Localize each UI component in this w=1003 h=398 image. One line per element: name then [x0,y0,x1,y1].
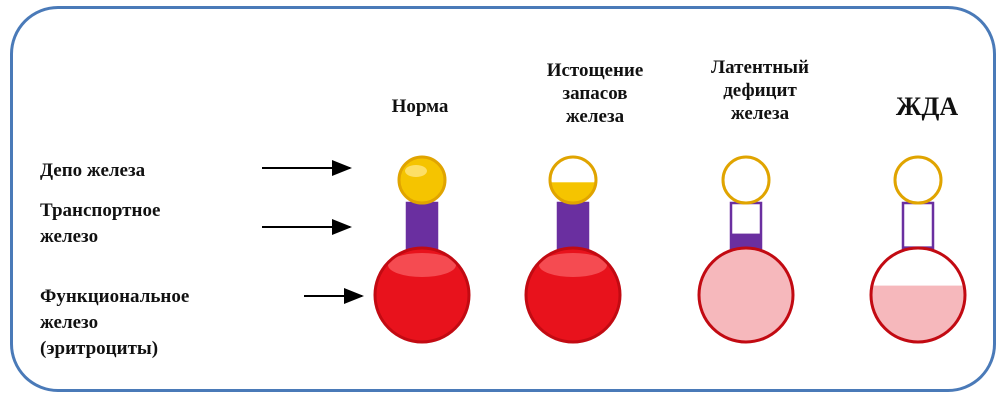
depot-outline [397,155,447,205]
depot-label: Депо железа [40,160,146,181]
transport-label: Транспортное железо [40,200,161,247]
depot-background [723,157,769,203]
functional-fill [871,285,965,342]
header-depletion: Истощение запасов железа [546,60,644,127]
depot-highlight [405,165,427,177]
depot-outline [893,155,943,205]
depot-background [895,157,941,203]
flask-2 [524,155,622,344]
flask-1 [373,155,471,344]
header-norm: Норма [391,96,449,117]
functional-highlight [539,253,607,277]
diagram-frame [10,6,996,392]
functional-highlight [388,253,456,277]
transport-fill [407,203,437,254]
functional-fill [699,248,793,342]
functional-outline [373,246,471,344]
functional-outline [697,246,795,344]
header-latent-deficit: Латентный дефицит железа [711,57,809,124]
depot-outline [721,155,771,205]
transport-fill [558,203,588,254]
functional-outline [524,246,622,344]
functional-outline [869,246,967,344]
depot-fill [550,182,596,203]
flask-3 [697,155,795,344]
flask-4 [869,155,967,344]
depot-outline [548,155,598,205]
functional-label: Функциональное железо (эритроциты) [40,286,190,359]
header-ida: ЖДА [895,92,959,121]
